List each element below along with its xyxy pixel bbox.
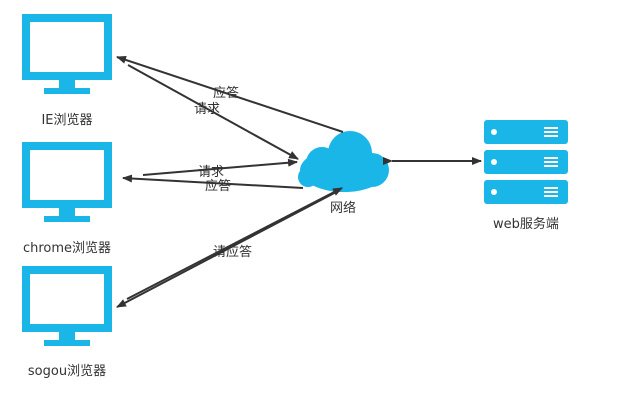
cloud-icon [298,131,389,192]
ie-request-arrow [127,64,299,160]
chrome-request-label: 请求 [198,165,224,180]
chrome-browser-label: chrome浏览器 [23,240,111,256]
ie-request-label: 请求 [194,102,220,117]
ie-browser-label: IE浏览器 [41,112,92,128]
chrome-response-label: 应答 [205,178,231,194]
server-rack-icon [484,120,568,204]
chrome-request-arrow [142,158,298,176]
network-label: 网络 [330,200,356,216]
ie-response-label: 应答 [213,85,239,101]
ie-monitor-icon [22,14,112,94]
chrome-response-arrow [122,174,304,189]
sogou-label: 请应答 [213,244,252,260]
sogou-browser-label: sogou浏览器 [28,363,106,379]
sogou-response-arrow [116,189,341,308]
sogou-request-arrow [126,187,343,300]
sogou-monitor-icon [22,266,112,346]
chrome-monitor-icon [22,142,112,222]
server-label: web服务端 [493,216,559,232]
ie-response-arrow [116,56,344,133]
